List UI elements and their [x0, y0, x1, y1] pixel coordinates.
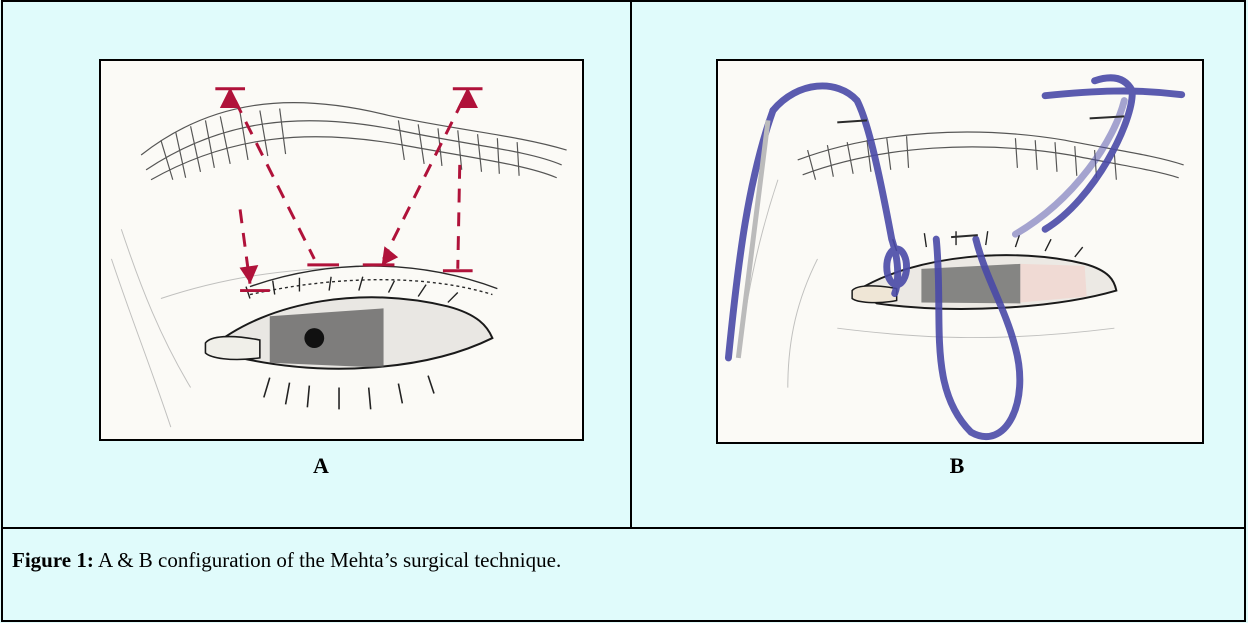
panel-b-illustration: [716, 59, 1204, 444]
caption-text: A & B configuration of the Mehta’s surgi…: [94, 548, 561, 572]
caption-label: Figure 1:: [12, 548, 94, 572]
row-divider: [1, 527, 1246, 529]
panel-label-a: A: [301, 453, 341, 479]
column-divider: [630, 0, 632, 528]
panel-label-b: B: [937, 453, 977, 479]
figure-caption: Figure 1: A & B configuration of the Meh…: [12, 548, 561, 573]
panel-a-illustration: [99, 59, 584, 441]
